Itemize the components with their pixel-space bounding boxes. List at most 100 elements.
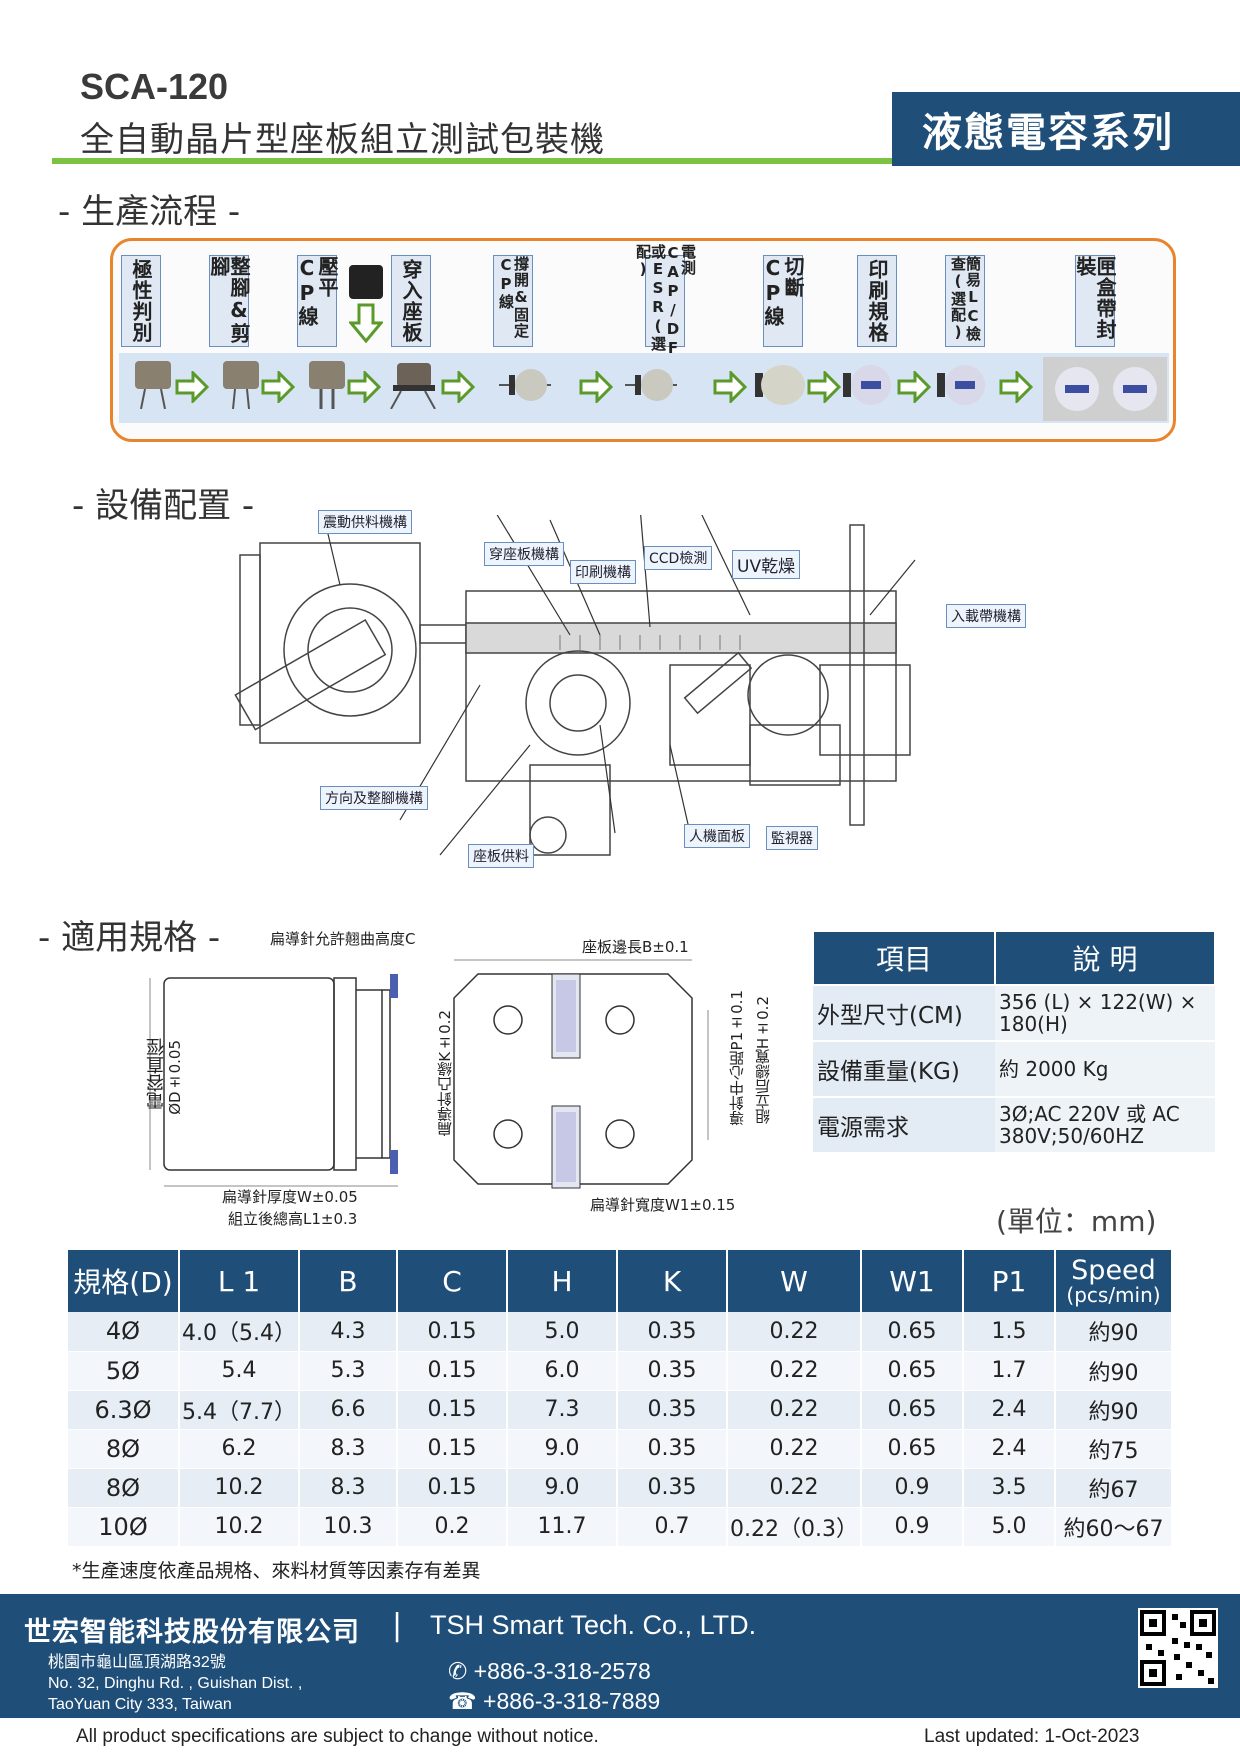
table-cell: 7.3 [506, 1390, 617, 1430]
table-cell: 4Ø [66, 1312, 179, 1352]
series-badge: 液態電容系列 [892, 92, 1240, 166]
capacitor-side-drawing [149, 974, 398, 1187]
table-cell: 6.6 [298, 1390, 397, 1430]
step-package: 匣盒帶封裝 [1073, 255, 1117, 347]
table-cell: 2.4 [962, 1429, 1055, 1469]
spec-item: 設備重量(KG) [813, 1041, 995, 1098]
label-thickness-w: 扁導針厚度W±0.05 [222, 1188, 358, 1206]
table-cell: 約75 [1054, 1429, 1171, 1469]
capacitor-icon [625, 369, 677, 401]
contact-info: ✆ +886-3-318-2578 ☎ +886-3-318-7889 [448, 1656, 660, 1716]
table-cell: 8.3 [298, 1429, 397, 1469]
table-cell: 0.22 [726, 1312, 861, 1352]
table-cell: 0.35 [616, 1429, 727, 1469]
table-cell: 0.22（0.3） [726, 1507, 861, 1547]
table-cell: 5.4（7.7） [178, 1390, 299, 1430]
table-cell: 10.3 [298, 1507, 397, 1547]
label-diameter-tol: ØD±0.05 [166, 1040, 184, 1115]
table-cell: 約90 [1054, 1351, 1171, 1391]
label-direction: 方向及整腳機構 [320, 786, 428, 810]
step-cut: 切斷CP線 [761, 255, 805, 347]
section-title-specs: - 適用規格 - [38, 918, 221, 958]
speed-label: Speed [1071, 1254, 1156, 1286]
disclaimer: All product specifications are subject t… [76, 1726, 599, 1747]
arrow-right-icon [261, 371, 295, 403]
table-cell: 1.5 [962, 1312, 1055, 1352]
table-cell: 0.35 [616, 1312, 727, 1352]
table-cell: 約67 [1054, 1468, 1171, 1508]
company-name-en: TSH Smart Tech. Co., LTD. [430, 1610, 757, 1640]
table-cell: 0.65 [860, 1390, 963, 1430]
arrow-right-icon [807, 371, 841, 403]
table-cell: 5.0 [962, 1507, 1055, 1547]
label-printing: 印刷機構 [570, 560, 636, 584]
label-height-h: 組立后總寬H±0.2 [754, 996, 772, 1125]
label-hmi: 人機面板 [684, 824, 750, 848]
table-cell: 5.3 [298, 1351, 397, 1391]
col-header: L 1 [178, 1250, 299, 1312]
label-pitch-p1: 導針中心距P1±0.1 [728, 990, 746, 1126]
process-flow: 極性判別 整腳&剪腳 壓平CP線 穿入座板 撐開&固定CP線 電測CAP/DF或… [110, 238, 1176, 442]
spec-header-item: 項目 [812, 930, 996, 986]
label-insert-plate: 穿座板機構 [484, 542, 564, 566]
address-en-line1: No. 32, Dinghu Rd. , Guishan Dist. , [48, 1675, 303, 1692]
table-cell: 1.7 [962, 1351, 1055, 1391]
table-cell: 6.3Ø [66, 1390, 179, 1430]
table-cell: 0.22 [726, 1390, 861, 1430]
step-polarity: 極性判別 [121, 255, 161, 347]
spec-desc: 約 2000 Kg [995, 1041, 1215, 1098]
table-cell: 5.0 [506, 1312, 617, 1352]
phone-number[interactable]: +886-3-318-2578 [473, 1658, 651, 1684]
step-lc: 簡易LC檢查(選配) [945, 255, 985, 347]
company-name-zh: 世宏智能科技股份有限公司 [24, 1617, 360, 1648]
step-trim: 整腳&剪腳 [207, 255, 251, 347]
col-header: B [298, 1250, 397, 1312]
table-cell: 0.65 [860, 1312, 963, 1352]
speed-unit: (pcs/min) [1066, 1282, 1161, 1307]
step-electrical: 電測CAP/DF或ESR(選配) [634, 244, 697, 358]
last-updated: Last updated: 1-Oct-2023 [924, 1726, 1140, 1747]
arrow-right-icon [441, 371, 475, 403]
table-cell: 4.3 [298, 1312, 397, 1352]
table-cell: 0.9 [860, 1468, 963, 1508]
table-cell: 11.7 [506, 1507, 617, 1547]
capacitor-icon [937, 365, 985, 405]
down-arrow-icon [349, 303, 383, 343]
spec-item: 外型尺寸(CM) [813, 985, 995, 1042]
table-cell: 0.2 [396, 1507, 507, 1547]
arrow-right-icon [347, 371, 381, 403]
table-cell: 6.0 [506, 1351, 617, 1391]
fax-row: ☎ +886-3-318-7889 [448, 1686, 660, 1716]
spec-desc: 3Ø;AC 220V 或 AC 380V;50/60HZ [995, 1097, 1215, 1154]
table-cell: 0.22 [726, 1468, 861, 1508]
table-cell: 0.7 [616, 1507, 727, 1547]
table-cell: 0.35 [616, 1351, 727, 1391]
phone-icon: ✆ [448, 1658, 474, 1684]
table-cell: 6.2 [178, 1429, 299, 1469]
table-row: 電源需求 3Ø;AC 220V 或 AC 380V;50/60HZ [813, 1097, 1215, 1154]
qr-code-icon[interactable] [1138, 1608, 1218, 1688]
arrow-right-icon [713, 371, 747, 403]
label-tape-in: 入載帶機構 [946, 604, 1026, 628]
col-header: C [396, 1250, 507, 1312]
col-header: W1 [860, 1250, 963, 1312]
label-height-l1: 組立後總高L1±0.3 [228, 1210, 358, 1228]
step-flatten: 壓平CP線 [295, 255, 339, 347]
label-plate-b: 座板邊長B±0.1 [582, 938, 689, 956]
seat-plate-icon [349, 265, 383, 299]
capacitor-icon [499, 369, 551, 401]
table-cell: 0.15 [396, 1351, 507, 1391]
footer: 世宏智能科技股份有限公司 | TSH Smart Tech. Co., LTD.… [0, 1594, 1240, 1718]
col-header: 規格(D) [66, 1250, 179, 1312]
table-cell: 5Ø [66, 1351, 179, 1391]
machine-spec-table: 項目 說 明 外型尺寸(CM) 356 (L) × 122(W) × 180(H… [812, 930, 1216, 1154]
table-cell: 0.35 [616, 1390, 727, 1430]
carrier-tape [1043, 357, 1167, 421]
section-title-equipment: - 設備配置 - [72, 486, 255, 526]
table-cell: 0.15 [396, 1468, 507, 1508]
footer-divider: | [392, 1608, 403, 1643]
capacitor-icon [755, 365, 805, 405]
